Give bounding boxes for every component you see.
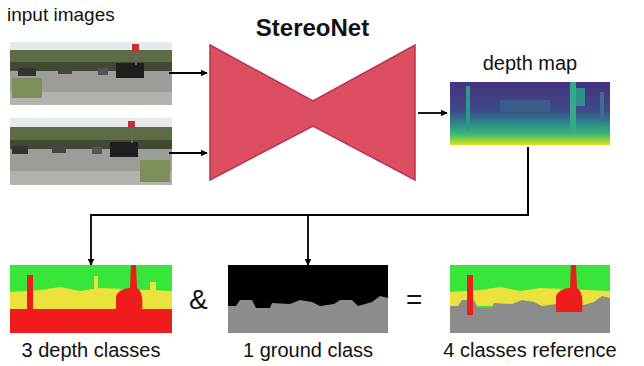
heading-label: StereoNet — [207, 14, 418, 42]
class-image: 1 ground class — [225, 265, 391, 362]
flow-arrow — [418, 112, 447, 114]
input-image — [7, 42, 169, 105]
flow-arrow — [169, 152, 207, 154]
class-image: 3 depth classes — [7, 265, 175, 362]
image-caption: 4 classes reference — [441, 339, 620, 362]
network-shape — [210, 45, 415, 180]
image-group: input images — [7, 4, 177, 190]
input-image — [7, 118, 169, 185]
flow-arrow — [308, 147, 528, 265]
heading-label: depth map — [447, 52, 613, 75]
depth-map: depth map — [447, 52, 613, 147]
image-caption: 1 ground class — [225, 339, 391, 362]
network-block: StereoNet — [207, 14, 418, 182]
class-image: 4 classes reference — [441, 265, 620, 362]
street-photo — [10, 118, 172, 185]
operator-symbol: & — [189, 284, 208, 316]
street-photo — [10, 42, 172, 105]
depth-map-image — [450, 82, 610, 145]
flow-arrow — [91, 147, 528, 265]
ground-mask-image — [228, 265, 388, 333]
segmentation-image — [450, 265, 610, 333]
heading-label: input images — [7, 4, 177, 26]
segmentation-image — [10, 265, 172, 333]
flow-arrow — [169, 72, 207, 74]
operator-symbol: = — [406, 284, 422, 316]
image-caption: 3 depth classes — [7, 339, 175, 362]
